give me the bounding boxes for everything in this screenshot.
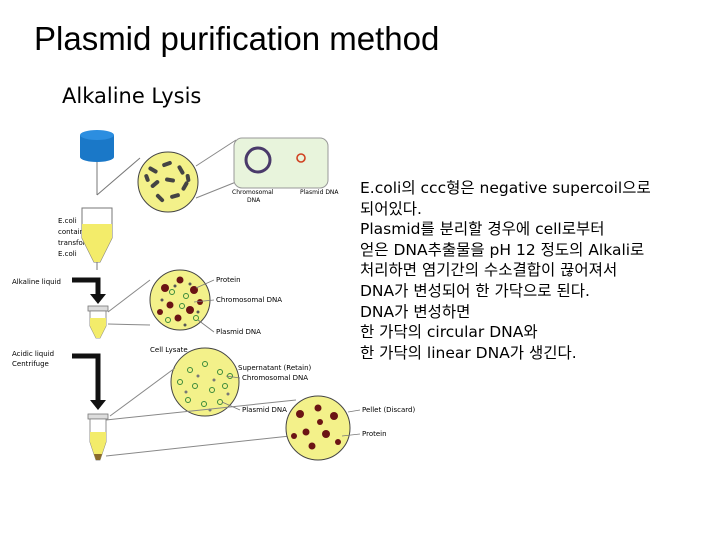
label-acidic-liquid: Acidic liquid [12,350,54,358]
acidic-arrowhead [90,400,106,410]
label-supernatant: Supernatant (Retain) [238,364,312,372]
label-centrifuge: Centrifuge [12,360,49,368]
label-plasmid-mid: Plasmid DNA [216,328,261,336]
ecoli-culture [137,151,199,213]
slide-title: Plasmid purification method [34,20,440,57]
label-chromosomal-top-2: DNA [247,197,261,204]
label-plasmid-low: Plasmid DNA [242,406,287,414]
label-plasmid-top: Plasmid DNA [300,189,339,196]
acidic-arrow [72,353,101,402]
centrifuge-tube-1 [81,207,113,263]
pellet-circle [285,395,351,461]
description-line: 처리하면 염기간의 수소결합이 끊어져서 [360,261,618,280]
description-line: 얻은 DNA추출물을 pH 12 정도의 Alkali로 [360,240,645,259]
zoom-line-2 [195,181,237,199]
zoom-line-1 [195,139,237,167]
label-chromosomal-mid: Chromosomal DNA [216,296,282,304]
alkaline-arrowhead [90,294,106,304]
description-line: 한 가닥의 circular DNA와 [360,323,538,342]
label-chromosomal-top: Chromosomal [232,189,274,196]
zoom-line-5 [109,367,176,417]
alkaline-arrow [72,277,101,296]
pointer-pellet [347,409,361,413]
microtube-3 [87,413,109,461]
label-ecoli-3: transformed [58,239,101,247]
cell-zoom-plate [233,137,329,189]
description-line: 한 가닥의 linear DNA가 생긴다. [360,343,577,362]
label-supernatant-chromosomal: Chromosomal DNA [242,374,308,382]
description-text: E.coli의 ccc형은 negative supercoil으로 되어있다.… [360,178,710,363]
label-ecoli-1: E.coli [58,217,77,225]
label-protein-low: Protein [362,430,387,438]
description-line: Plasmid를 분리할 경우에 cell로부터 [360,220,605,239]
slide-subtitle: Alkaline Lysis [62,84,202,108]
alkaline-lysis-diagram: Chromosomal DNA Plasmid DNA E.coli conta… [12,130,415,461]
label-ecoli-4: E.coli [58,250,77,258]
label-cell-lysate: Cell Lysate [150,346,188,354]
culture-bottle [80,130,114,162]
pointer-supernatant [225,375,241,379]
pointer-plasmid-low [221,401,241,411]
pointer-chromosomal-mid [193,299,215,303]
cell-lysate-circle [149,269,211,331]
label-alkaline-liquid: Alkaline liquid [12,278,61,286]
description-line: DNA가 변성되어 한 가닥으로 된다. [360,281,590,300]
zoom-line-3 [107,279,151,313]
pointer-protein-low [341,433,361,437]
description-line: 되어있다. [360,199,422,218]
label-protein-mid: Protein [216,276,241,284]
zoom-line-6 [105,435,291,457]
label-ecoli-2: containing [58,228,95,236]
zoom-line-7 [105,399,297,421]
microtube-2 [87,305,109,339]
zoom-line-4 [107,323,151,326]
supernatant-circle [170,347,240,417]
description-line: DNA가 변성하면 [360,302,471,321]
pointer-protein-mid [195,279,215,289]
description-line: E.coli의 ccc형은 negative supercoil으로 [360,179,651,197]
label-pellet: Pellet (Discard) [362,406,415,414]
pointer-plasmid-mid [197,319,215,333]
flow-line-2 [96,157,141,196]
